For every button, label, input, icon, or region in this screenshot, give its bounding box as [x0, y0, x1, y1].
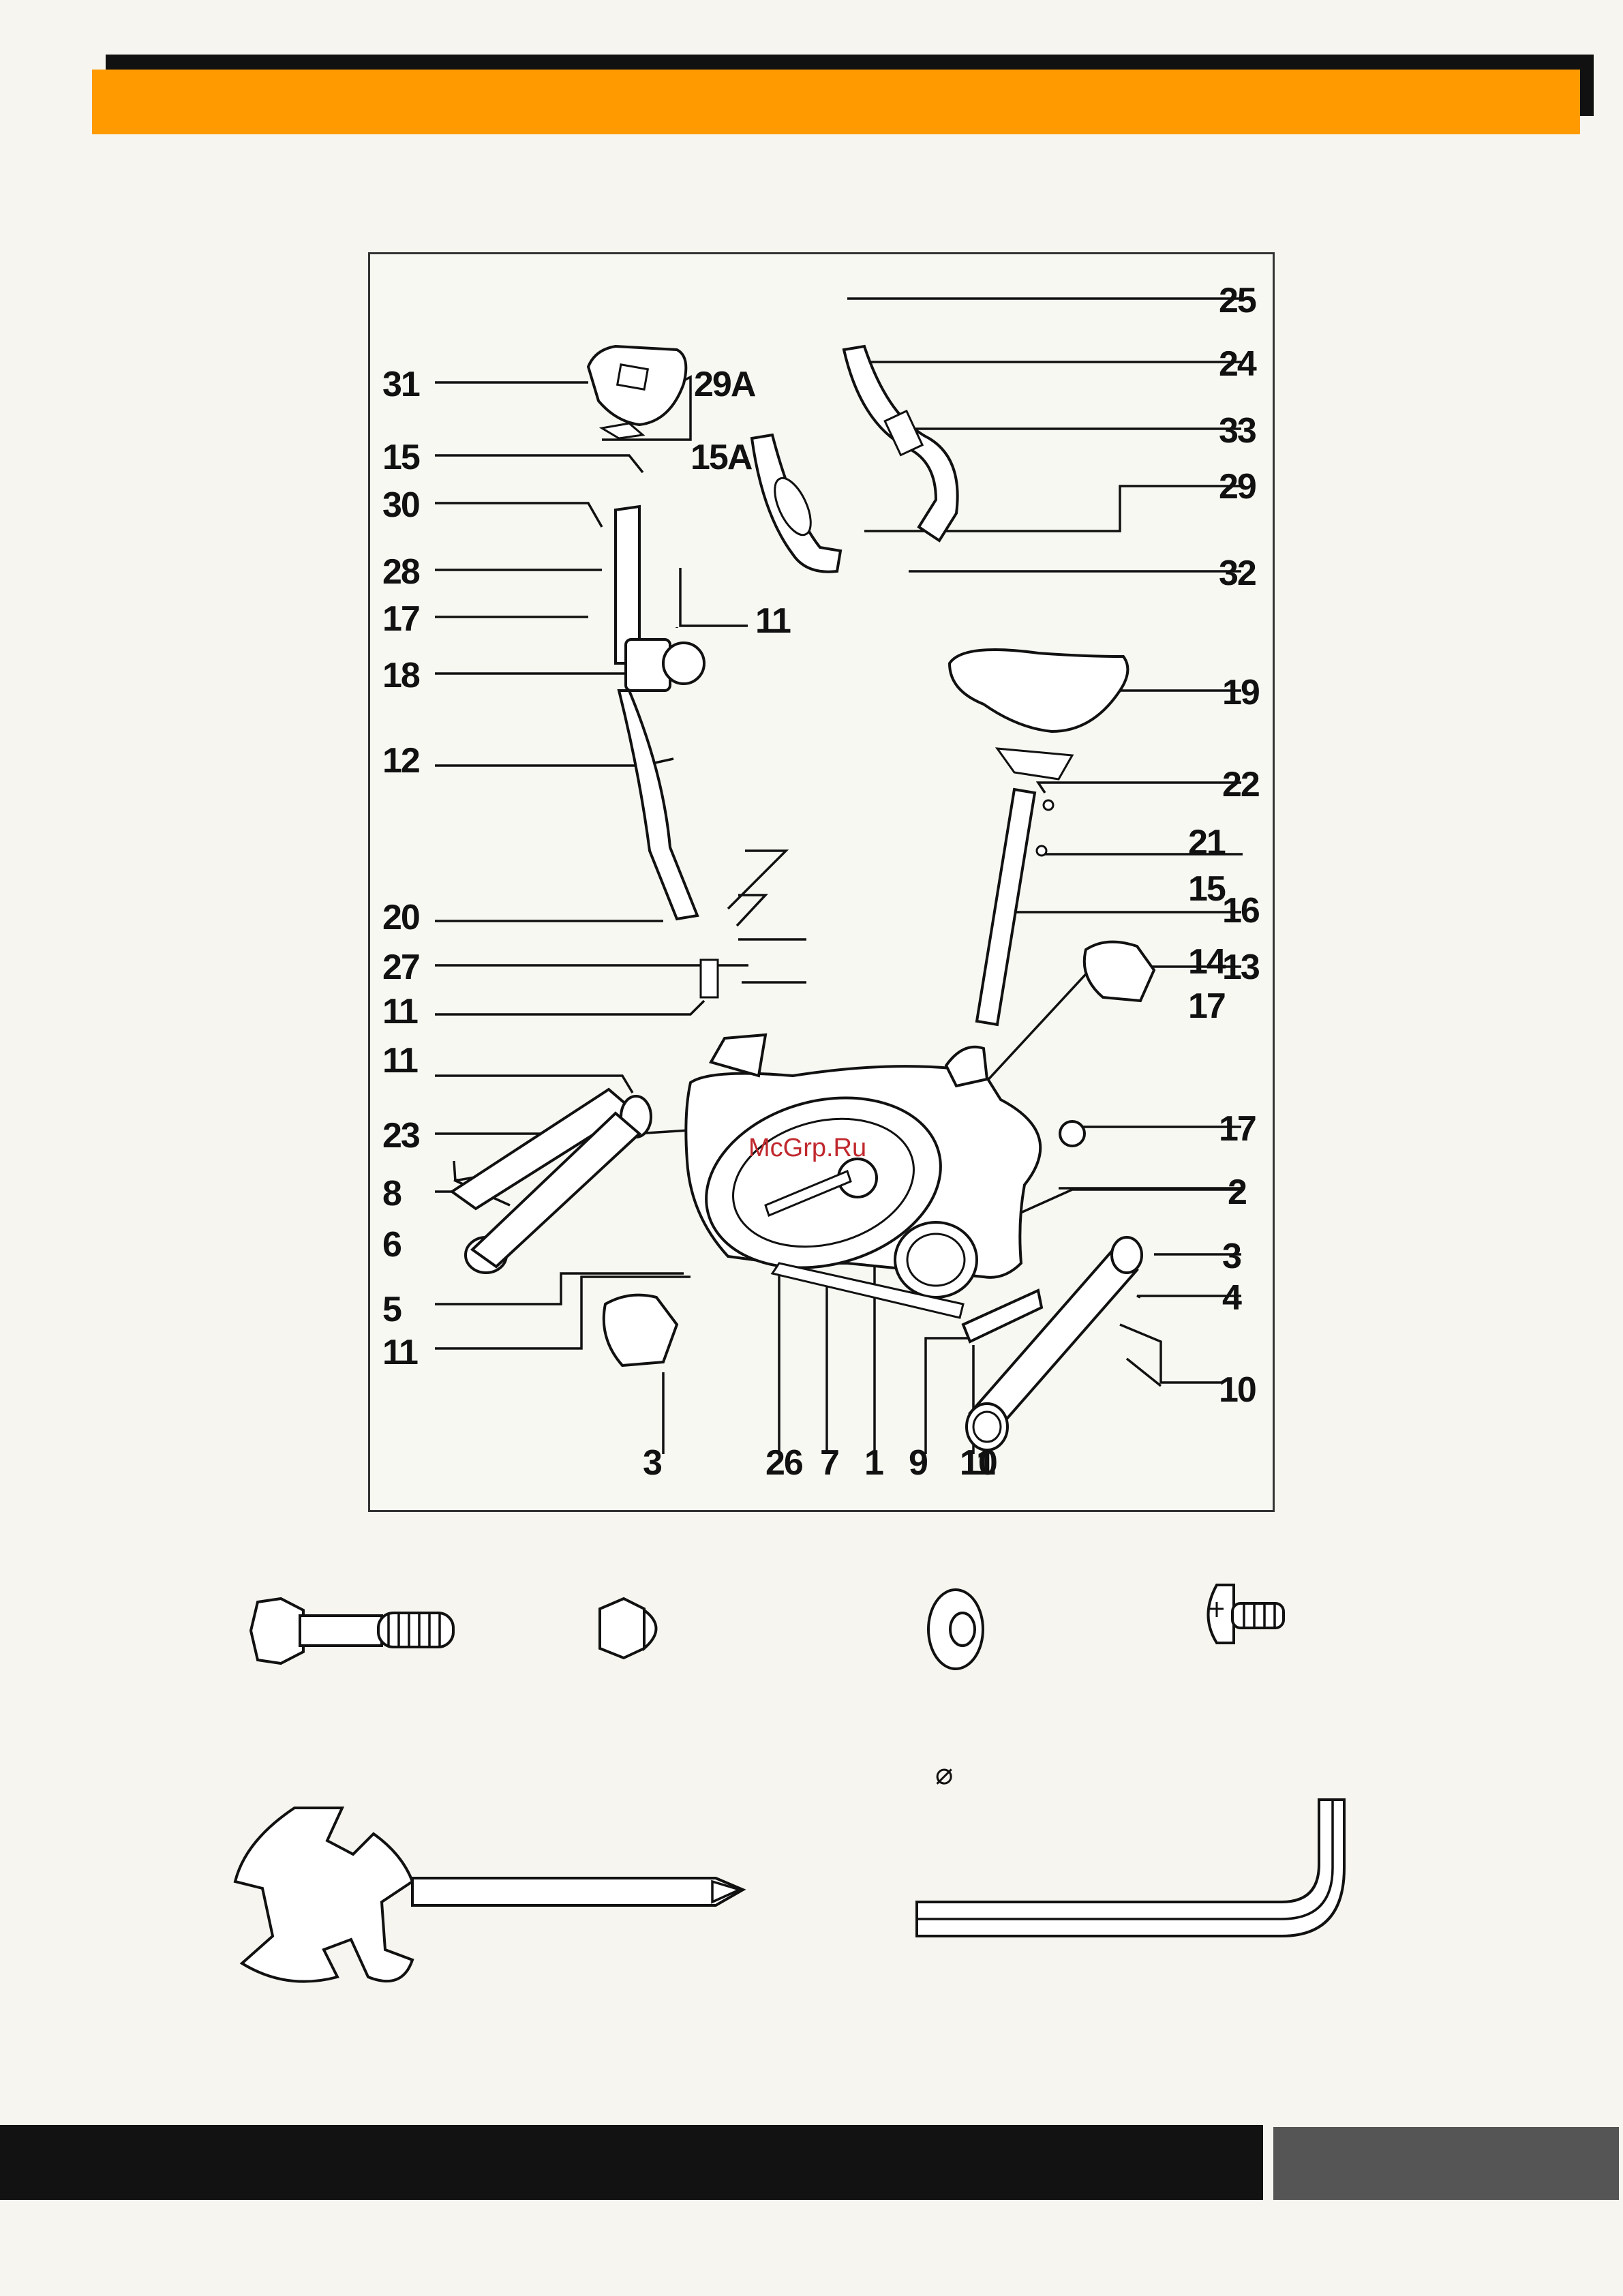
callout-18: 18: [382, 656, 420, 695]
callout-13: 13: [1222, 948, 1260, 987]
callout-28: 28: [382, 552, 420, 592]
footer-gray-bar: [1273, 2127, 1619, 2200]
callout-2: 2: [1228, 1173, 1246, 1212]
bolt-icon: [251, 1599, 453, 1663]
spanner-tool-icon: [235, 1808, 743, 1982]
callout-17: 17: [382, 599, 419, 639]
front-post: [616, 507, 718, 997]
diameter-symbol: ⌀: [935, 1757, 954, 1792]
callout-30: 30: [382, 485, 419, 525]
handlebar: [752, 346, 958, 572]
allen-key-icon: [917, 1800, 1344, 1936]
callout-15a: 15A: [691, 438, 753, 477]
callout-32: 32: [1219, 554, 1256, 593]
callout-11: 11: [382, 1041, 418, 1081]
callout-3: 3: [643, 1443, 662, 1483]
callout-12: 12: [382, 741, 419, 781]
callout-21: 21: [1188, 823, 1226, 862]
bike-exploded-drawing: McGrp.Ru 25243329323129A1515A30281711181…: [370, 254, 1277, 1514]
front-stabilizer: [452, 1089, 651, 1273]
callout-11: 11: [960, 1443, 995, 1483]
callout-3: 3: [1222, 1237, 1241, 1276]
watermark-text: McGrp.Ru: [748, 1134, 866, 1162]
callout-20: 20: [382, 898, 419, 937]
callout-1: 1: [864, 1443, 883, 1483]
callout-23: 23: [382, 1116, 420, 1155]
callout-10: 10: [1219, 1370, 1256, 1410]
callout-33: 33: [1219, 411, 1256, 451]
header-accent-bar: [92, 70, 1580, 134]
callout-29: 29: [1219, 467, 1256, 507]
footer-dark-bar: [0, 2125, 1263, 2200]
callout-25: 25: [1219, 281, 1256, 320]
callout-29a: 29A: [694, 365, 756, 404]
callout-24: 24: [1219, 344, 1257, 384]
callout-22: 22: [1222, 765, 1259, 804]
callout-19: 19: [1222, 673, 1259, 712]
button-screw-icon: [1209, 1585, 1284, 1643]
callout-6: 6: [382, 1225, 401, 1265]
callout-16: 16: [1222, 891, 1260, 931]
callout-8: 8: [382, 1174, 401, 1213]
callout-9: 9: [909, 1443, 927, 1483]
callout-11: 11: [382, 992, 418, 1031]
main-frame: [686, 1035, 1042, 1342]
callout-11: 11: [755, 601, 791, 641]
callout-26: 26: [765, 1443, 803, 1483]
cap-nut-icon: [600, 1599, 656, 1658]
callout-31: 31: [382, 365, 420, 404]
washer-icon: [928, 1590, 983, 1669]
callout-7: 7: [820, 1443, 838, 1483]
callout-14: 14: [1188, 942, 1226, 982]
callout-17: 17: [1219, 1109, 1256, 1149]
callout-15: 15: [1188, 869, 1226, 909]
console-computer: [588, 346, 686, 438]
callout-27: 27: [382, 948, 419, 987]
callout-11: 11: [382, 1333, 418, 1372]
callout-17: 17: [1188, 986, 1225, 1026]
callout-5: 5: [382, 1290, 401, 1329]
callout-15: 15: [382, 438, 420, 477]
callout-4: 4: [1222, 1278, 1242, 1318]
